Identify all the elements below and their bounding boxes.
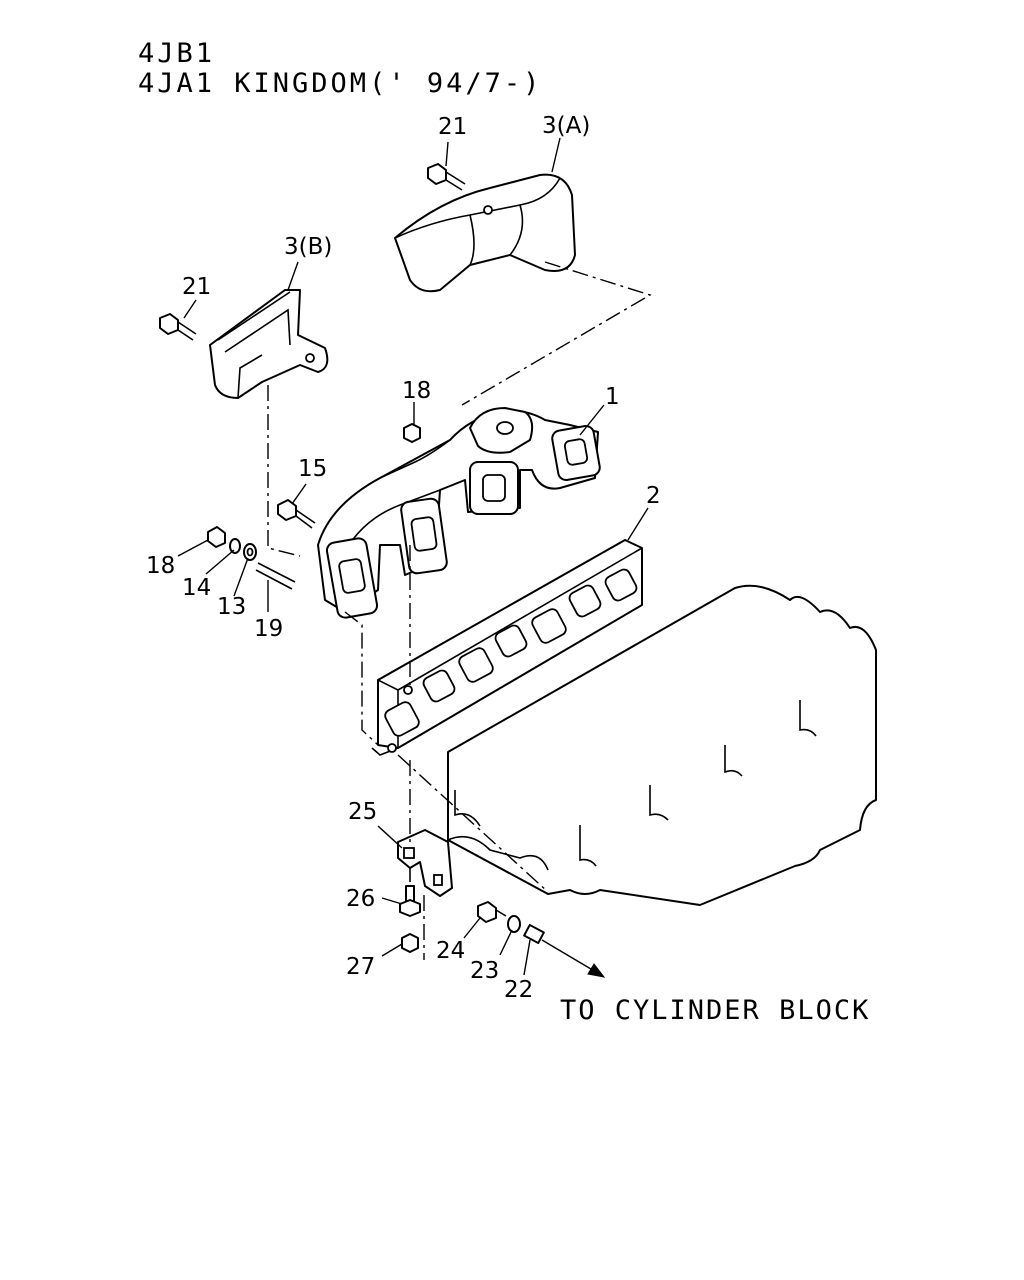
callout-24: 24: [436, 938, 465, 964]
callout-21-top: 21: [438, 114, 467, 140]
manifold-gasket-drawing: [371, 539, 643, 756]
callout-15: 15: [298, 456, 327, 482]
callout-26: 26: [346, 886, 375, 912]
callout-14: 14: [182, 575, 211, 601]
callout-25: 25: [348, 799, 377, 825]
assembly-centerlines: [267, 261, 652, 960]
callout-18-top: 18: [402, 378, 431, 404]
cylinder-head-drawing: [447, 584, 877, 906]
model-title-4jb1: 4JB1: [138, 38, 216, 69]
callout-22: 22: [504, 977, 533, 1003]
leader-lines: [177, 137, 649, 976]
callout-18-left: 18: [146, 553, 175, 579]
direction-arrow: [541, 939, 606, 978]
heat-shield-b-drawing: [209, 289, 329, 399]
to-cylinder-block-note: TO CYLINDER BLOCK: [560, 995, 870, 1026]
bracket-drawing: [397, 829, 453, 897]
callout-1: 1: [605, 384, 620, 410]
model-title-4ja1-kingdom: 4JA1 KINGDOM(' 94/7-): [138, 68, 543, 99]
callout-3a: 3(A): [542, 113, 590, 139]
callout-19: 19: [254, 616, 283, 642]
exhaust-manifold-drawing: [317, 407, 601, 619]
fasteners-drawing: [159, 163, 545, 953]
callout-13: 13: [217, 594, 246, 620]
callout-21-left: 21: [182, 274, 211, 300]
callout-27: 27: [346, 954, 375, 980]
callout-23: 23: [470, 958, 499, 984]
callout-2: 2: [646, 483, 661, 509]
callout-3b: 3(B): [284, 234, 332, 260]
heat-shield-a-drawing: [394, 173, 576, 293]
